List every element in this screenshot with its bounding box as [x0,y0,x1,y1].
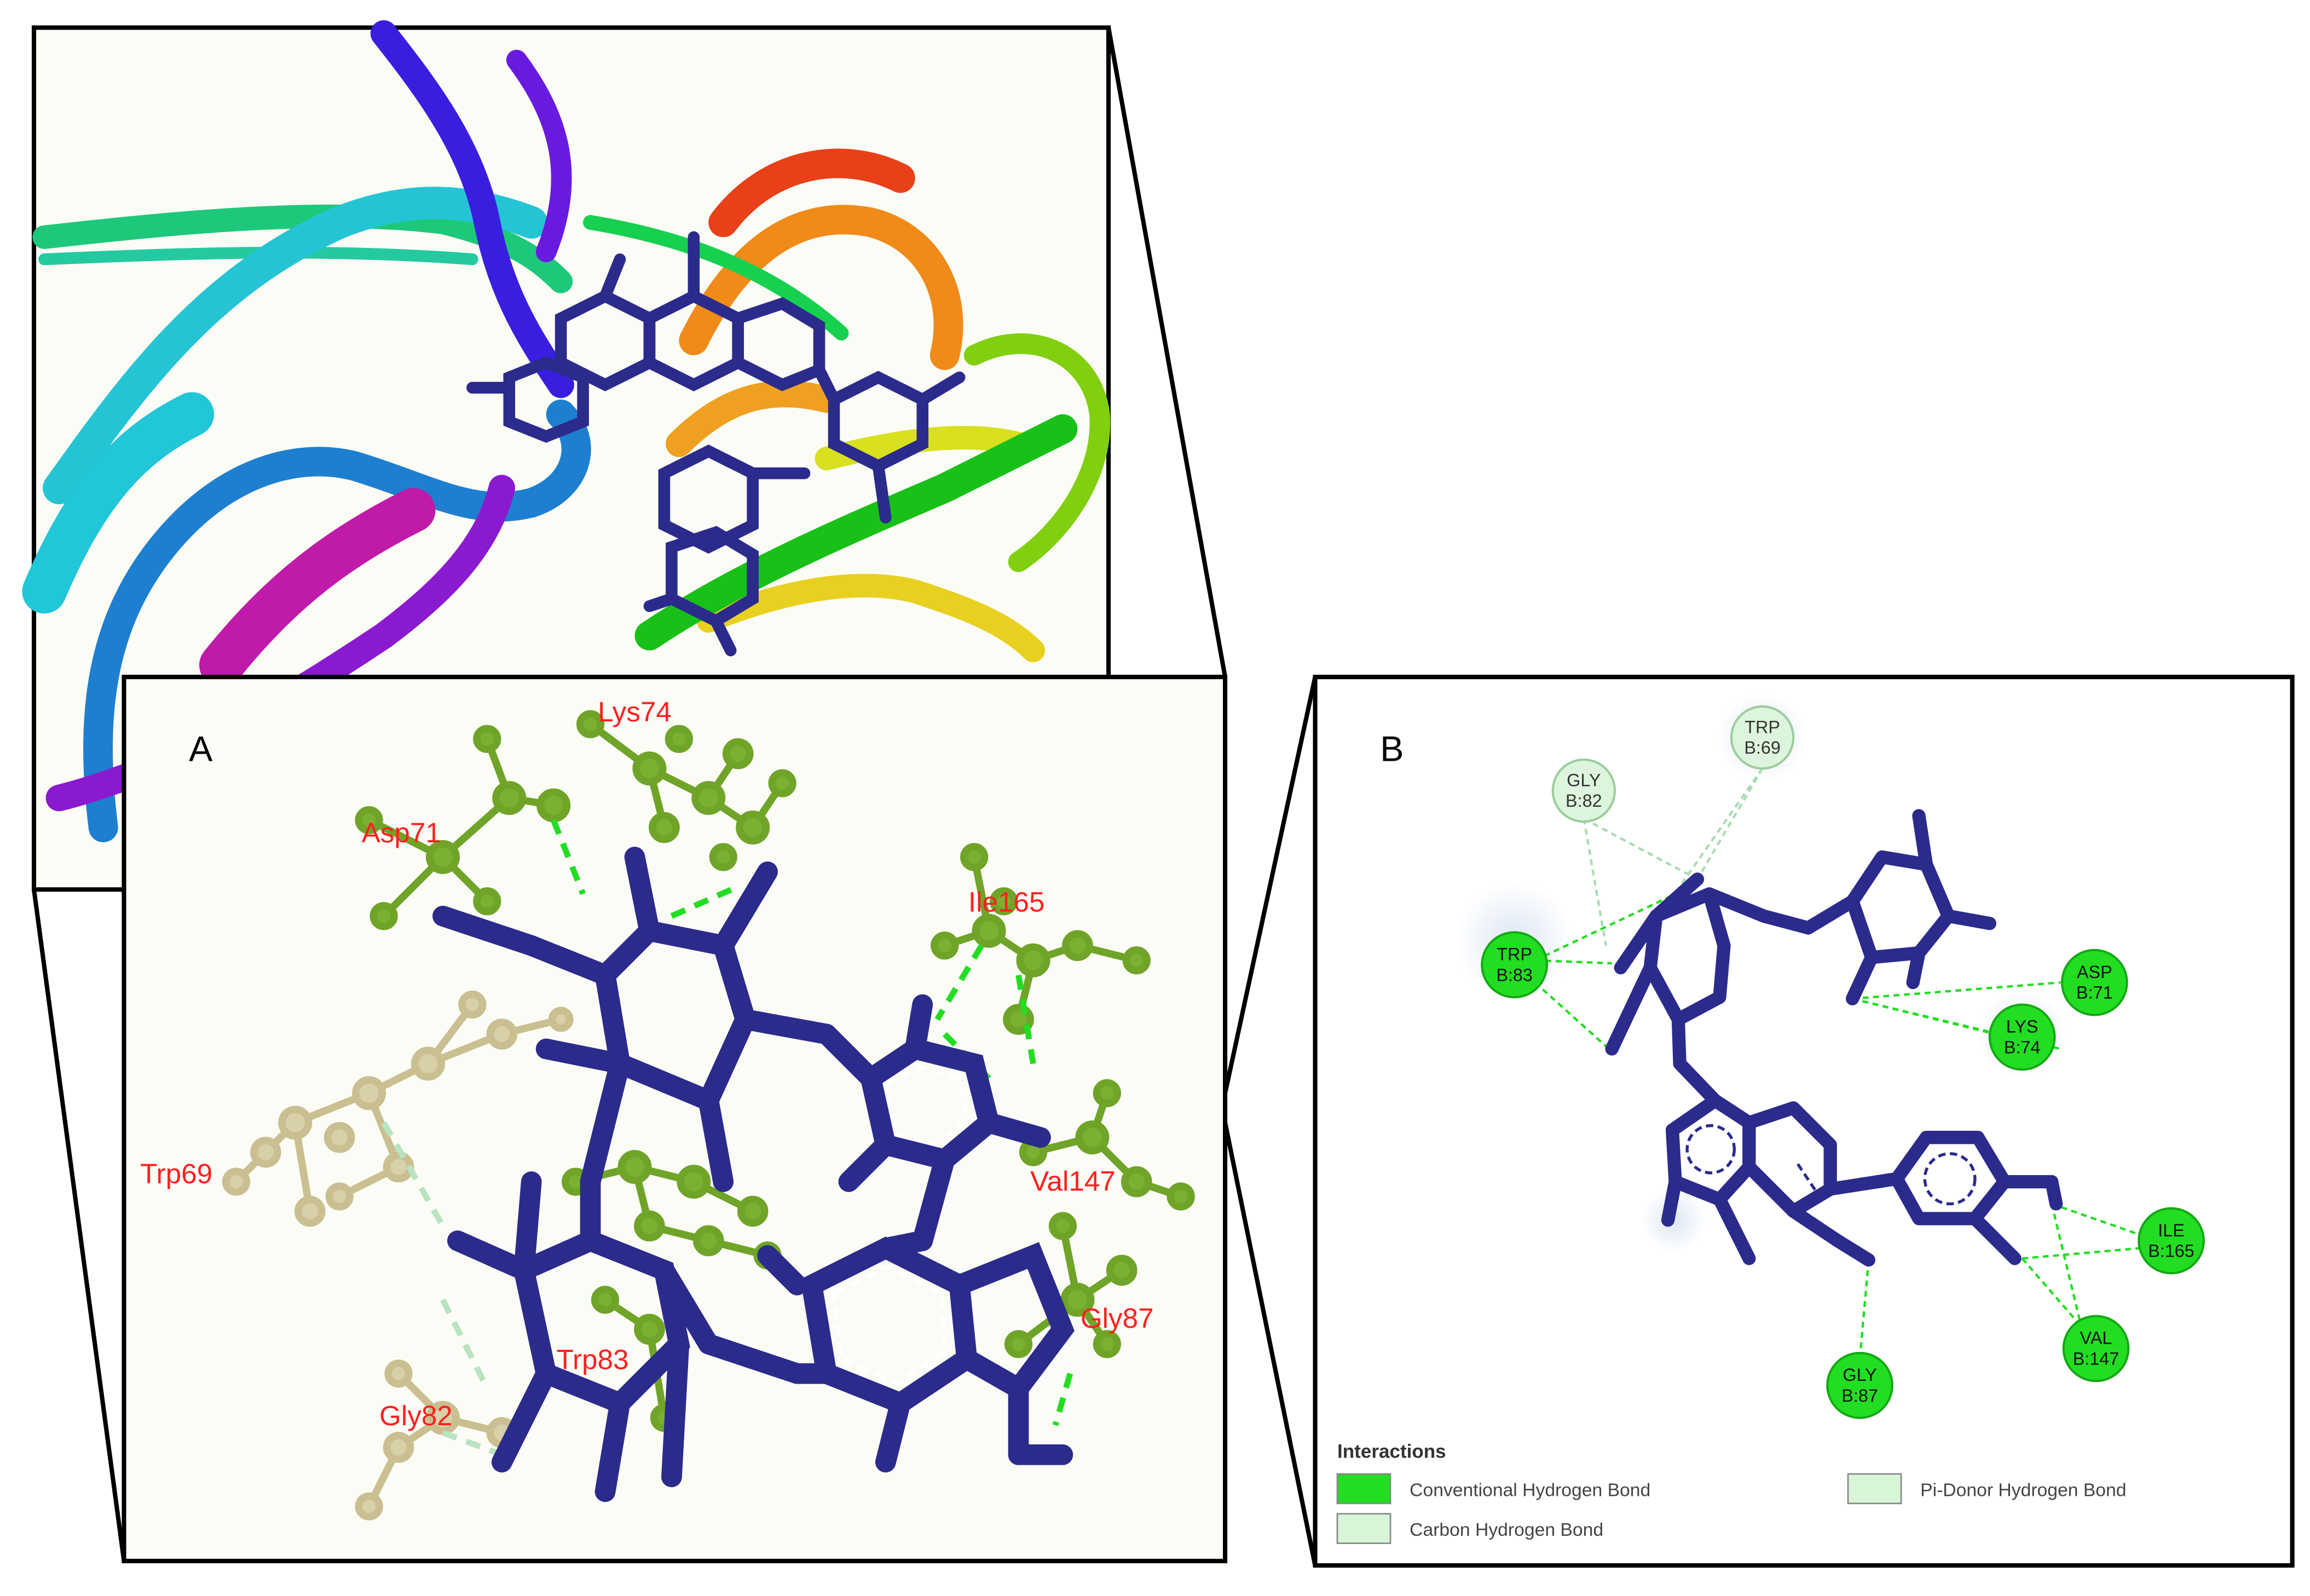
node-asp71-id: B:71 [2076,983,2113,1003]
node-val147-name: VAL [2080,1328,2112,1348]
legend-label-carbon: Carbon Hydrogen Bond [1410,1519,1603,1540]
ligand-aromatic-dashes [831,1064,969,1387]
green-residues [355,710,1195,1432]
node-ile165-id: B:165 [2148,1241,2194,1261]
panel-a: A [122,674,1228,1564]
legend-swatch-carbon [1336,1513,1391,1545]
label-trp69: Trp69 [140,1158,212,1189]
panel-a-residue-labels: Lys74 Asp71 Ile165 Trp69 Val147 Gly87 Tr… [140,696,1153,1431]
node-trp83-name: TRP [1497,945,1532,964]
node-gly87-id: B:87 [1841,1386,1878,1406]
residue-node-asp71: ASP B:71 [2060,949,2128,1016]
node-asp71-name: ASP [2077,962,2112,982]
ligand-2d-aromatic [1685,1124,1977,1206]
panel-a-letter: A [189,729,213,769]
node-gly87-name: GLY [1843,1365,1876,1385]
panel-b: B [1313,674,2295,1568]
ligand-top-view [466,231,966,657]
projection-lines [32,27,1318,1566]
node-gly82-id: B:82 [1566,791,1602,811]
residue-node-lys74: LYS B:74 [1988,1003,2056,1071]
panel-a-pi-lines [381,1121,503,1458]
node-ile165-name: ILE [2158,1221,2185,1240]
residue-node-trp69: TRP B:69 [1730,705,1795,770]
legend-title: Interactions [1337,1441,1446,1462]
node-trp69-id: B:69 [1744,738,1781,757]
residue-node-gly82: GLY B:82 [1551,758,1616,823]
interactions-legend: Interactions Conventional Hydrogen Bond … [1336,1441,2127,1545]
node-lys74-name: LYS [2006,1017,2038,1037]
node-trp69-name: TRP [1745,717,1780,737]
label-lys74: Lys74 [598,696,672,727]
label-asp71: Asp71 [362,817,441,848]
node-lys74-id: B:74 [2004,1037,2041,1057]
legend-swatch-pi-donor [1847,1473,1902,1505]
node-gly82-name: GLY [1567,770,1601,790]
label-gly87: Gly87 [1081,1303,1154,1334]
label-val147: Val147 [1030,1165,1116,1196]
residue-node-gly87: GLY B:87 [1826,1351,1893,1419]
node-trp83-id: B:83 [1496,965,1533,985]
label-gly82: Gly82 [379,1400,453,1431]
legend-label-conventional: Conventional Hydrogen Bond [1410,1479,1650,1500]
legend-swatch-conventional [1336,1473,1391,1505]
ligand-2d [1605,809,2063,1267]
beige-residues [222,990,574,1520]
residue-node-trp83: TRP B:83 [1481,931,1548,999]
residue-node-val147: VAL B:147 [2062,1315,2130,1383]
label-ile165: Ile165 [968,887,1045,918]
ligand-3d [432,846,1075,1502]
legend-label-pi-donor: Pi-Donor Hydrogen Bond [1920,1479,2126,1500]
node-val147-id: B:147 [2073,1349,2120,1368]
residue-node-ile165: ILE B:165 [2138,1207,2205,1275]
label-trp83: Trp83 [557,1344,629,1375]
panel-b-letter: B [1380,729,1404,769]
